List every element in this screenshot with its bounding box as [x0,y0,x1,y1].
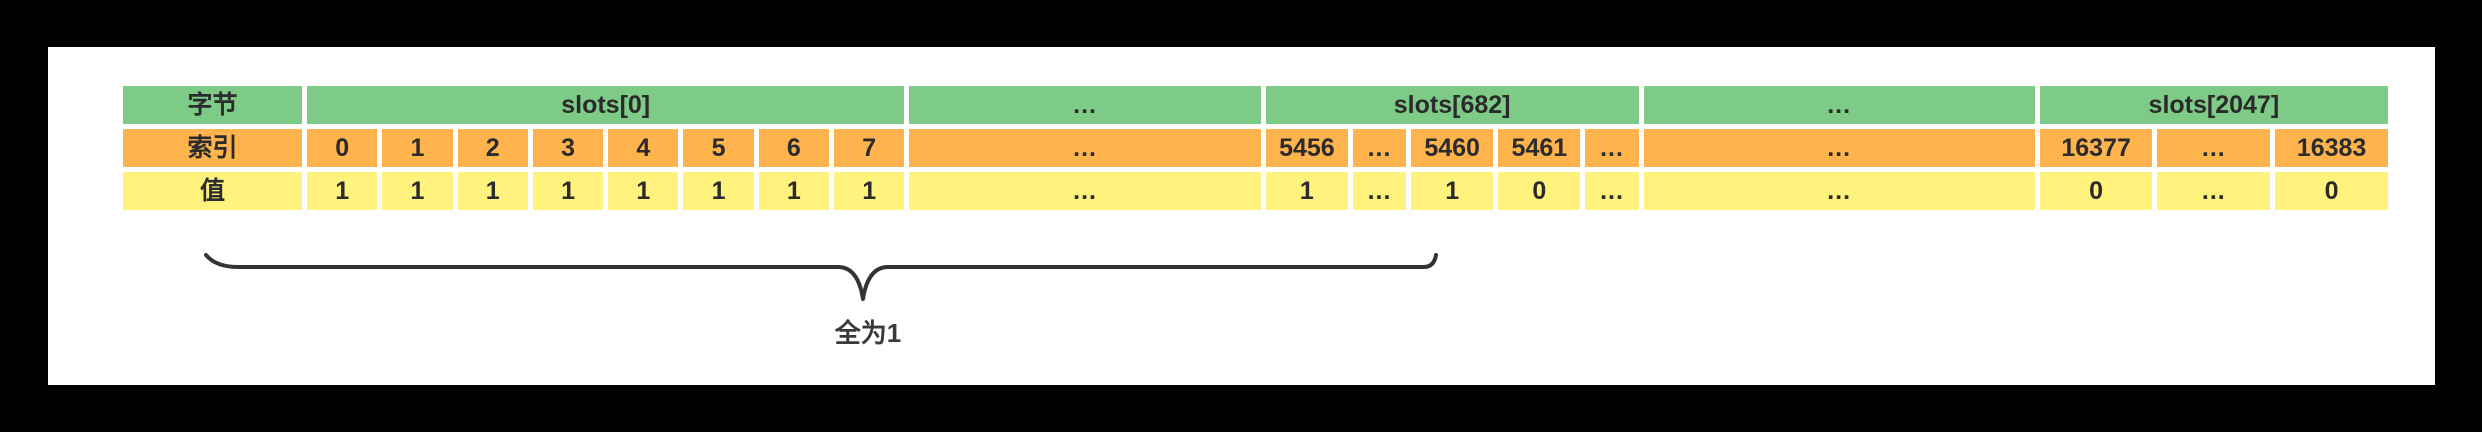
value_row-cell: 0 [2039,172,2153,210]
index_row-cell: 5456 [1265,129,1348,167]
value_row-cell: 1 [608,172,679,210]
index_row-cell: 2 [457,129,528,167]
byte_row-cell: slots[0] [307,86,905,124]
index_row-cell: 16383 [2275,129,2388,167]
index_row-cell: 7 [834,129,905,167]
brace-path [206,255,1436,299]
index_row-ellipsis-cell: ... [2157,129,2271,167]
value_row-cell: 1 [1265,172,1348,210]
index_row-ellipsis-cell: ... [1585,129,1639,167]
value_row-cell: 1 [758,172,829,210]
value_row-cell: 1 [532,172,604,210]
value_row-ellipsis-cell: ... [2157,172,2271,210]
value_row-ellipsis-cell: ... [909,172,1261,210]
value_row-cell: 1 [834,172,905,210]
value_row-ellipsis-cell: ... [1585,172,1639,210]
value_row-cell: 1 [307,172,378,210]
byte_row-cell: slots[2047] [2039,86,2388,124]
index_row-ellipsis-cell: ... [1352,129,1407,167]
index_row-cell: 5460 [1411,129,1494,167]
value_row-cell: 1 [1411,172,1494,210]
row-header-byte_row: 字节 [123,86,303,124]
index_row-cell: 3 [532,129,604,167]
all-ones-brace [198,247,1438,307]
index_row-cell: 5461 [1498,129,1581,167]
value_row-cell: 1 [457,172,528,210]
index_row-cell: 5 [683,129,754,167]
value_row-ellipsis-cell: ... [1352,172,1407,210]
index_row-ellipsis-cell: ... [1643,129,2035,167]
brace-caption-label: 全为1 [834,318,902,348]
index_row-cell: 16377 [2039,129,2153,167]
row-header-index_row: 索引 [123,129,303,167]
byte_row-cell: slots[682] [1265,86,1639,124]
value_row-ellipsis-cell: ... [1643,172,2035,210]
value_row-cell: 0 [1498,172,1581,210]
row-header-value_row: 值 [123,172,303,210]
index_row-ellipsis-cell: ... [909,129,1261,167]
value_row-cell: 0 [2275,172,2388,210]
byte_row-ellipsis-cell: ... [909,86,1261,124]
byte_row-ellipsis-cell: ... [1643,86,2035,124]
index_row-cell: 6 [758,129,829,167]
index_row-cell: 1 [382,129,453,167]
index_row-cell: 0 [307,129,378,167]
index_row-cell: 4 [608,129,679,167]
value_row-cell: 1 [382,172,453,210]
value_row-cell: 1 [683,172,754,210]
